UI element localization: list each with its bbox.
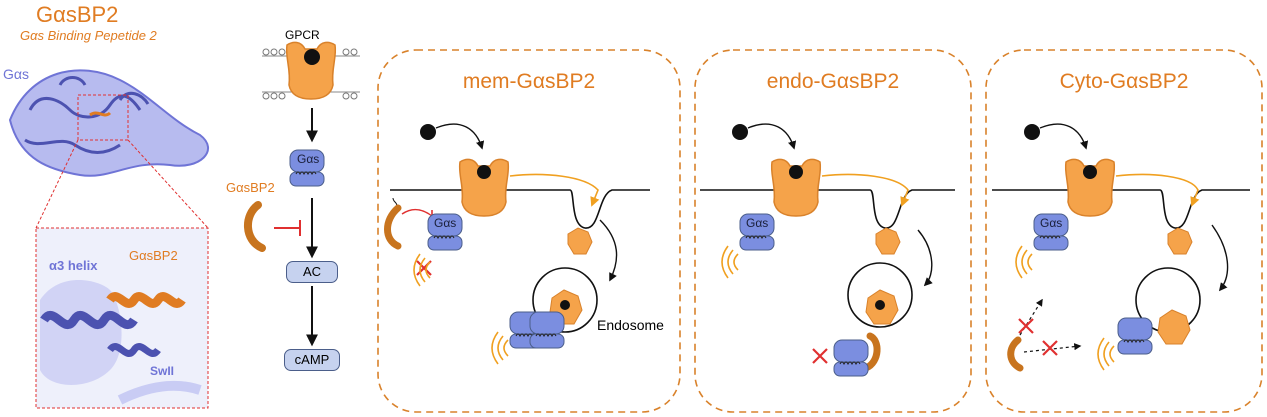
gas-structure-label: Gαs (3, 66, 29, 82)
gas-structure-ribbon (8, 69, 210, 177)
lipid-head (262, 92, 270, 100)
ac-node: AC (286, 261, 338, 283)
gasbp2-peptide-pathway (244, 201, 266, 252)
gas-mem-label: Gαs (434, 216, 457, 230)
panel-title-cyto: Cyto-GαsBP2 (1059, 70, 1189, 93)
lipid-head (342, 92, 350, 100)
bilayer-lipids (262, 48, 358, 100)
panel-cyto-scene (992, 123, 1250, 372)
lipid-head (278, 48, 286, 56)
panel-mem-scene (384, 123, 650, 365)
panel-title-endo: endo-GαsBP2 (766, 70, 900, 93)
lipid-head (278, 92, 286, 100)
lipid-head (262, 48, 270, 56)
lipid-head (270, 92, 278, 100)
endosome-label: Endosome (597, 317, 664, 333)
lipid-head (342, 48, 350, 56)
figure-title: GαsBP2 (36, 2, 119, 27)
panel-frame-endo (694, 49, 972, 413)
gas-endo-label: Gαs (746, 216, 769, 230)
lipid-head (350, 48, 358, 56)
gasbp2-inset-label: GαsBP2 (129, 248, 178, 263)
panel-endo-scene (700, 123, 955, 377)
gas-cyto-label: Gαs (1040, 216, 1063, 230)
panel-frame-cyto (985, 49, 1263, 413)
structure-inset-helices (40, 280, 202, 405)
gasbp2-pathway-label: GαsBP2 (226, 180, 275, 195)
camp-node: cAMP (284, 349, 340, 371)
panel-title-mem: mem-GαsBP2 (462, 70, 596, 93)
ligand-dot (304, 49, 320, 65)
gpcr-label: GPCR (285, 28, 320, 42)
switch-ii-label: SwII (150, 364, 175, 378)
panel-frame-mem (377, 49, 681, 413)
lipid-head (350, 92, 358, 100)
gas-pathway-label: Gαs (297, 152, 320, 166)
lipid-head (270, 48, 278, 56)
figure-subtitle: Gαs Binding Pepetide 2 (20, 28, 157, 43)
alpha3-helix-label: α3 helix (49, 258, 98, 273)
